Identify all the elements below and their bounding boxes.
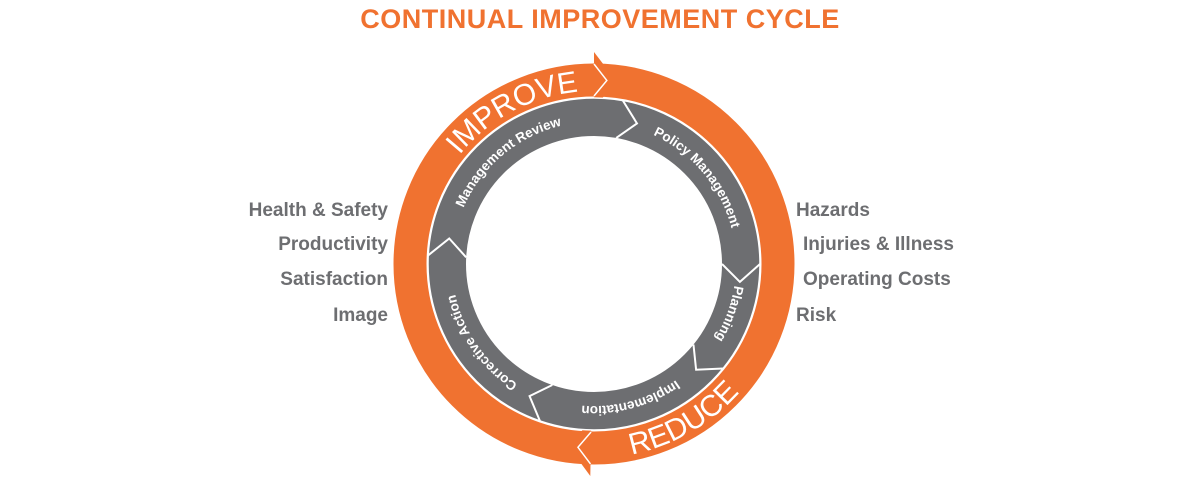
step-divider-chevron xyxy=(528,384,553,422)
step-divider-chevron xyxy=(615,99,639,139)
step-divider-chevron xyxy=(721,263,761,284)
reduce-operating-costs: Operating Costs xyxy=(803,269,951,290)
inner-gray-ring xyxy=(428,98,760,430)
benefit-image: Image xyxy=(333,305,388,326)
benefit-productivity: Productivity xyxy=(278,234,388,255)
orange-arrowheads xyxy=(568,52,617,476)
reduce-risk: Risk xyxy=(796,305,837,326)
step-divider-chevron xyxy=(692,344,724,371)
arrow-gap-line xyxy=(577,431,592,465)
arrow-gap-line xyxy=(593,63,608,97)
step-dividers xyxy=(427,99,761,422)
diagram-title: CONTINUAL IMPROVEMENT CYCLE xyxy=(360,4,840,34)
orange-arrowhead xyxy=(568,419,592,476)
benefit-satisfaction: Satisfaction xyxy=(280,269,388,290)
step-divider-chevron xyxy=(427,237,467,258)
reduce-hazards: Hazards xyxy=(796,200,870,221)
benefit-health-safety: Health & Safety xyxy=(248,200,388,221)
reduce-injuries-illness: Injuries & Illness xyxy=(803,234,954,255)
orange-arrowhead xyxy=(594,52,617,108)
